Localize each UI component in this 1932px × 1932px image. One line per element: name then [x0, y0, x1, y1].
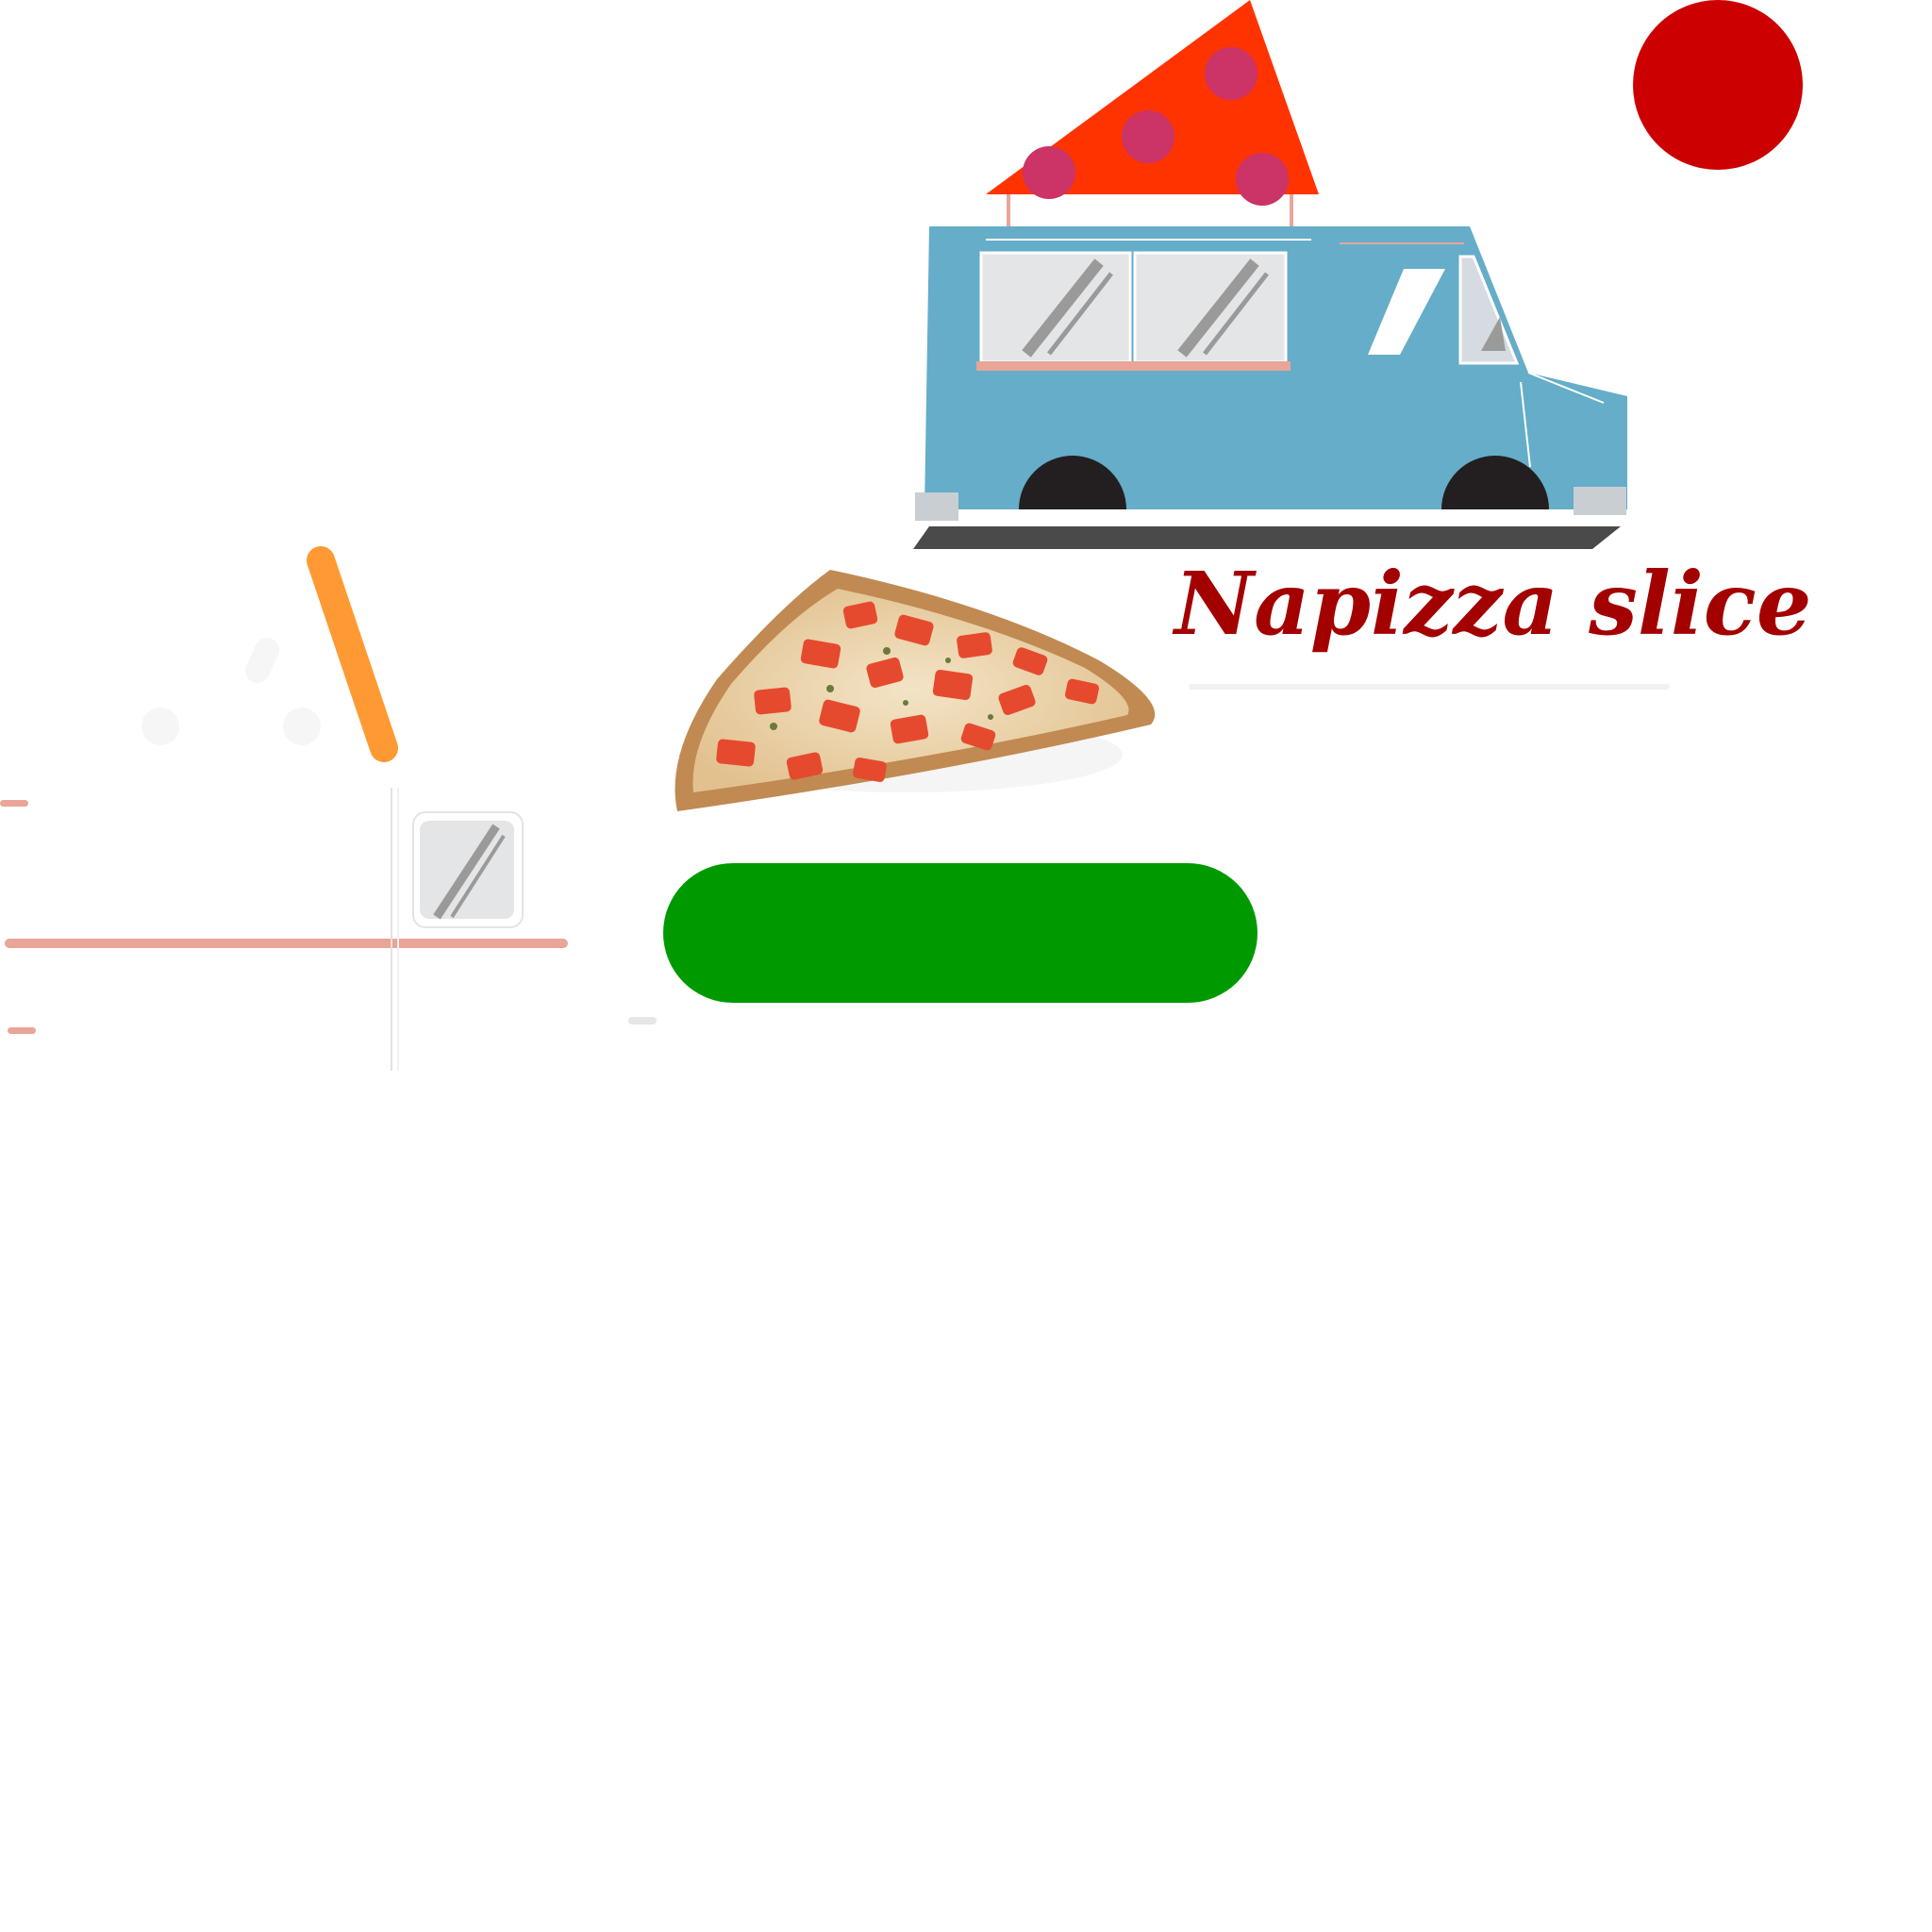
faint-dot — [142, 708, 179, 745]
food-truck-icon — [913, 0, 1627, 549]
window-glass-icon — [420, 821, 514, 920]
pizza-slice-sign-icon — [986, 0, 1319, 206]
bumper-front — [1574, 487, 1626, 515]
title-underline-shadow — [1189, 684, 1670, 690]
pizza-cheese — [692, 589, 1129, 792]
sign-post-left — [1007, 193, 1010, 231]
divider-vertical — [397, 788, 399, 1071]
accent-tick-top — [0, 800, 28, 807]
sign-post-right — [1290, 193, 1293, 231]
orange-stroke-icon — [307, 546, 398, 762]
red-dot-icon[interactable] — [1633, 0, 1803, 170]
divider-vertical — [391, 788, 392, 1071]
serving-window-right — [1133, 251, 1288, 364]
small-dash — [628, 1017, 657, 1024]
order-button[interactable] — [663, 863, 1257, 1003]
accent-tick-bottom — [8, 1027, 36, 1034]
pizza-tomatoes — [716, 601, 1099, 782]
wheel-front — [1441, 456, 1549, 509]
window-counter — [976, 361, 1291, 371]
accent-line-horizontal — [5, 939, 568, 948]
wheel-rear — [1019, 456, 1126, 509]
faint-dot — [241, 633, 284, 688]
window-glass-button[interactable] — [412, 811, 524, 928]
bumper-rear — [915, 492, 958, 521]
pizza-basil — [770, 647, 993, 730]
side-window-stripe — [1368, 269, 1445, 355]
road-shadow — [913, 526, 1621, 549]
serving-window-left — [979, 251, 1132, 364]
brand-title: Napizza slice — [1174, 553, 1812, 655]
faint-dot — [283, 708, 321, 745]
pizza-slice-photo — [675, 570, 1156, 811]
